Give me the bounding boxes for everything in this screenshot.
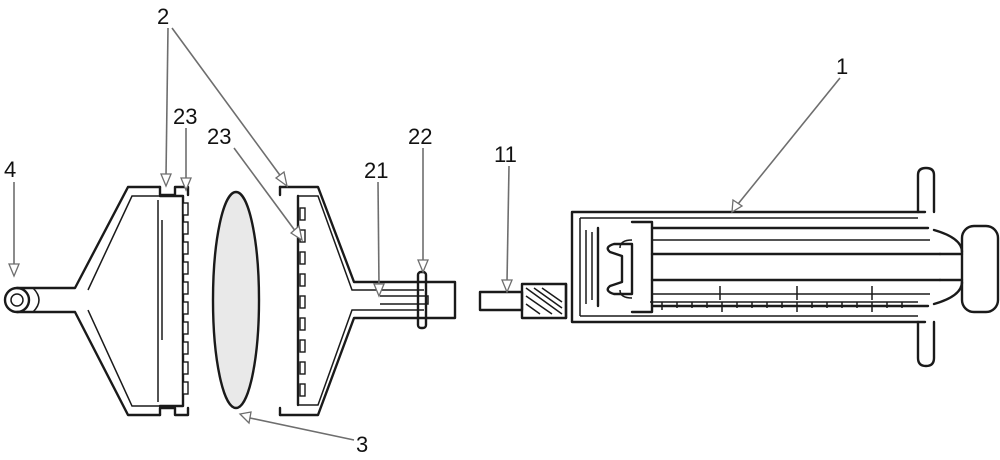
label-end-fitting: 4 — [4, 157, 16, 182]
left-inlet-tube — [15, 185, 162, 417]
housing-outlet — [380, 295, 429, 305]
plunger-stopper — [596, 220, 654, 314]
plunger-rod — [650, 226, 942, 308]
left-housing-body — [158, 185, 190, 417]
right-housing-body — [278, 185, 457, 417]
left-housing-half — [3, 185, 190, 417]
label-syringe-tip: 11 — [494, 142, 517, 167]
syringe-barrel — [564, 210, 927, 324]
filter-membrane — [211, 190, 261, 410]
end-fitting-ring — [3, 286, 31, 314]
syringe-tip — [478, 290, 524, 312]
reference-labels: 4 2 23 23 21 22 11 1 3 — [4, 4, 848, 457]
right-support-grid — [299, 207, 306, 397]
label-filter-membrane: 3 — [356, 432, 368, 457]
right-housing-half — [278, 185, 457, 417]
syringe — [478, 166, 1000, 368]
finger-flange — [916, 166, 936, 368]
label-support-grid-left: 23 — [173, 104, 197, 129]
left-support-grid — [182, 202, 189, 395]
plunger-thumb-rest — [960, 224, 1000, 314]
label-seal-ring: 22 — [408, 124, 432, 149]
label-support-grid-right: 23 — [207, 124, 231, 149]
barrel-graduations — [650, 286, 918, 312]
label-syringe: 1 — [836, 54, 848, 79]
label-housing-outlet: 21 — [364, 158, 388, 183]
seal-ring — [416, 270, 428, 330]
label-filter-housing: 2 — [157, 4, 169, 29]
leader-lines — [8, 27, 841, 441]
